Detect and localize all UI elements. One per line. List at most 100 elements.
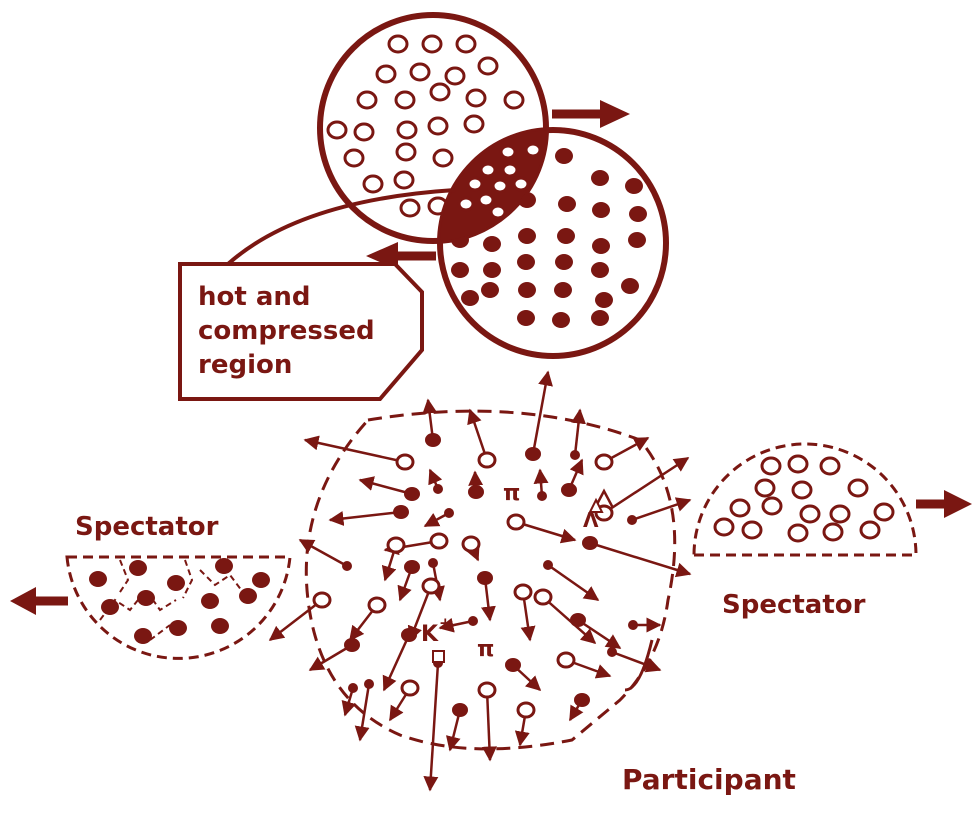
particle-open: [388, 538, 404, 552]
particle-open: [431, 534, 447, 548]
nucleon-filled: [518, 228, 536, 244]
particle-filled: [401, 628, 417, 642]
particle-open: [479, 453, 495, 467]
particle-filled: [525, 447, 541, 461]
kaon-label: K: [421, 622, 439, 647]
nucleon-open: [358, 92, 376, 108]
nucleon-open: [401, 200, 419, 216]
particle-small: [364, 679, 374, 689]
nucleon-filled: [483, 236, 501, 252]
emission-arrow: [548, 565, 598, 600]
emission-arrow: [575, 410, 580, 455]
nucleon-filled: [134, 628, 152, 644]
nucleon-filled: [137, 590, 155, 606]
nucleon-filled: [517, 310, 535, 326]
callout-line-3: region: [198, 350, 292, 380]
emission-arrow: [330, 512, 401, 520]
particle-open: [518, 703, 534, 717]
particle-filled: [344, 638, 360, 652]
nucleon-open: [756, 480, 774, 496]
nucleon-filled: [592, 238, 610, 254]
emission-arrow: [305, 440, 405, 462]
nucleon-filled: [451, 262, 469, 278]
emission-arrow: [632, 500, 690, 520]
particle-filled: [404, 560, 420, 574]
nucleon-filled: [518, 282, 536, 298]
emitted-particles: [270, 372, 690, 790]
participant-label: Participant: [622, 763, 796, 796]
nucleon-filled: [201, 593, 219, 609]
nucleon-open: [423, 36, 441, 52]
particle-open: [535, 590, 551, 604]
particle-small: [628, 620, 638, 630]
nucleon-filled: [481, 282, 499, 298]
nucleon-filled: [629, 206, 647, 222]
nucleon-filled: [129, 560, 147, 576]
nucleon-filled: [517, 254, 535, 270]
emission-arrow: [430, 663, 438, 790]
particle-small: [570, 450, 580, 460]
particle-filled: [425, 433, 441, 447]
nucleon-open: [479, 58, 497, 74]
particle-filled: [468, 485, 484, 499]
particle-open: [508, 515, 524, 529]
callout-line-2: compressed: [198, 316, 375, 346]
nucleon-open: [743, 522, 761, 538]
nucleon-open: [429, 118, 447, 134]
nucleon-open: [431, 84, 449, 100]
nucleon-filled: [239, 588, 257, 604]
particle-filled: [574, 693, 590, 707]
nucleon-filled: [169, 620, 187, 636]
nucleon-filled: [461, 290, 479, 306]
nucleon-overlap: [503, 164, 517, 176]
nucleon-open: [377, 66, 395, 82]
particle-small: [348, 683, 358, 693]
particle-small: [444, 508, 454, 518]
nucleon-filled: [552, 312, 570, 328]
particle-open: [423, 579, 439, 593]
nucleon-open: [875, 504, 893, 520]
particle-filled: [561, 483, 577, 497]
particle-filled: [404, 487, 420, 501]
emission-arrow: [543, 597, 595, 643]
nucleon-filled: [483, 262, 501, 278]
spectator-left: [10, 557, 290, 658]
nucleon-filled: [591, 310, 609, 326]
nucleon-open: [434, 150, 452, 166]
nucleon-filled: [215, 558, 233, 574]
nucleon-open: [465, 116, 483, 132]
spectator-right-label: Spectator: [722, 590, 866, 620]
nucleon-filled: [591, 170, 609, 186]
nucleon-open: [762, 458, 780, 474]
emission-arrow: [533, 372, 548, 454]
nucleon-filled: [554, 282, 572, 298]
nucleon-open: [411, 64, 429, 80]
particle-open: [515, 585, 531, 599]
emission-arrow: [612, 652, 660, 670]
spectator-left-label: Spectator: [75, 512, 219, 542]
nucleon-open: [789, 525, 807, 541]
nucleon-open: [793, 482, 811, 498]
pion-label-top: π: [503, 481, 520, 506]
particle-open: [402, 681, 418, 695]
nucleon-overlap: [501, 146, 515, 158]
nucleon-open: [397, 144, 415, 160]
nucleon-open: [824, 524, 842, 540]
nucleon-filled: [621, 278, 639, 294]
nucleon-open: [395, 172, 413, 188]
nucleon-filled: [89, 571, 107, 587]
particle-small: [428, 558, 438, 568]
nucleon-open: [389, 36, 407, 52]
nucleon-open: [849, 480, 867, 496]
kaon-charge: +: [439, 614, 452, 632]
emission-arrow: [360, 480, 412, 494]
callout-line-1: hot and: [198, 282, 311, 312]
particle-small: [433, 484, 443, 494]
nucleon-open: [821, 458, 839, 474]
particle-filled: [505, 658, 521, 672]
nucleon-open: [328, 122, 346, 138]
particle-small: [543, 560, 553, 570]
nucleon-open: [731, 500, 749, 516]
